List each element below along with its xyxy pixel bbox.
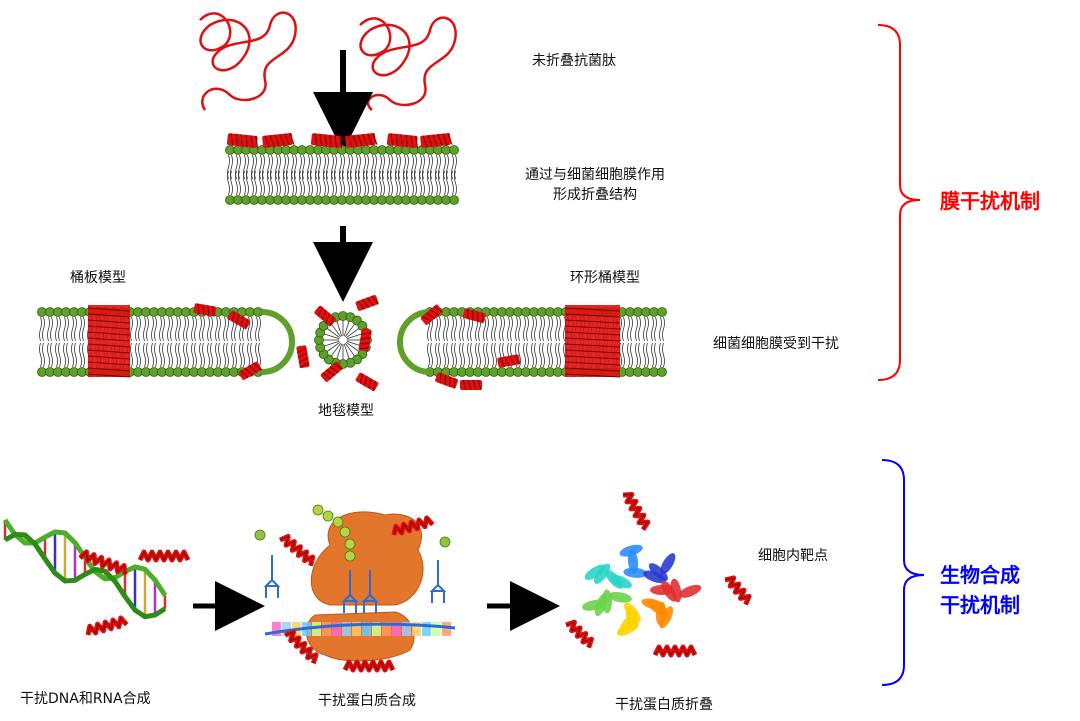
barrel-stave-label: 桶板模型 bbox=[70, 270, 126, 286]
unfolded-peptide-left bbox=[199, 11, 297, 111]
folding-label: 通过与细菌细胞膜作用 形成折叠结构 bbox=[510, 165, 680, 205]
disrupted-label: 细菌细胞膜受到干扰 bbox=[713, 336, 839, 352]
protein-synthesis-label: 干扰蛋白质合成 bbox=[318, 693, 416, 709]
membrane-bilayer bbox=[225, 145, 459, 205]
toroidal-membrane bbox=[397, 305, 667, 378]
intracellular-target-label: 细胞内靶点 bbox=[758, 548, 828, 564]
bracket-icon bbox=[877, 24, 921, 381]
membrane-mechanism-title: 膜干扰机制 bbox=[940, 189, 1040, 213]
folding-label-line2: 形成折叠结构 bbox=[553, 187, 637, 203]
free-peptides bbox=[78, 491, 752, 673]
biosynthesis-title-line2: 干扰机制 bbox=[940, 593, 1020, 617]
carpet-label: 地毯模型 bbox=[318, 403, 374, 419]
dna-helix bbox=[2, 518, 168, 620]
unfolded-peptide-label: 未折叠抗菌肽 bbox=[532, 53, 616, 69]
toroidal-label: 环形桶模型 bbox=[570, 270, 640, 286]
bound-peptides bbox=[226, 132, 453, 149]
folded-protein bbox=[581, 544, 702, 636]
barrel-stave-membrane bbox=[37, 305, 295, 378]
dna-rna-label: 干扰DNA和RNA合成 bbox=[20, 691, 151, 707]
protein-folding-label: 干扰蛋白质折叠 bbox=[615, 697, 713, 713]
bracket-icon bbox=[881, 459, 925, 686]
unfolded-peptide-right bbox=[359, 16, 457, 111]
biosynthesis-mechanism-title: 生物合成 干扰机制 bbox=[940, 560, 1020, 620]
membrane-peptides bbox=[193, 295, 521, 392]
folding-label-line1: 通过与细菌细胞膜作用 bbox=[525, 167, 665, 183]
biosynthesis-title-line1: 生物合成 bbox=[940, 563, 1020, 587]
